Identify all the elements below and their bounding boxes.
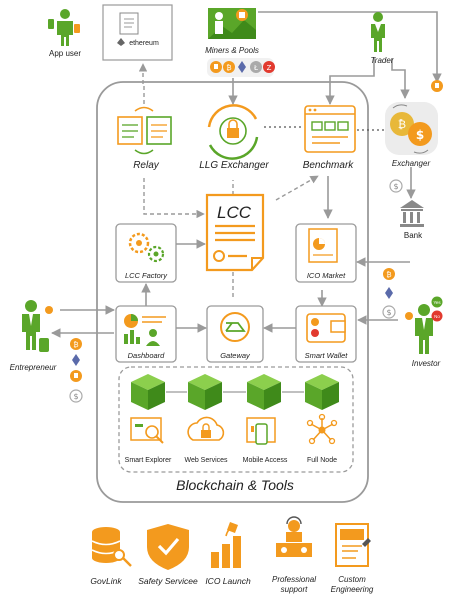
service-label-ico-launch: ICO Launch xyxy=(205,576,251,586)
lcc-factory-label: LCC Factory xyxy=(125,271,168,280)
llg-exchanger-icon xyxy=(207,104,259,160)
trader-figure xyxy=(371,12,385,52)
dollar-coin-icon: $ xyxy=(389,179,403,193)
svg-text:₿: ₿ xyxy=(226,64,231,72)
custom-engineering-icon xyxy=(335,523,371,567)
relay-label: Relay xyxy=(133,160,160,171)
svg-text:$: $ xyxy=(386,308,391,317)
cube-icon xyxy=(188,374,222,410)
cube-icon xyxy=(247,374,281,410)
gateway-label: Gateway xyxy=(220,351,251,360)
relay-icon xyxy=(117,106,172,155)
bank-label: Bank xyxy=(404,231,423,240)
svg-text:Ł: Ł xyxy=(253,64,258,72)
svg-text:$: $ xyxy=(393,182,398,191)
miner-coins-row: ₿ Ł Z xyxy=(207,58,275,77)
connection-lines xyxy=(51,11,442,338)
service-label-safety: Safety Servicee xyxy=(138,576,198,586)
dotted-links xyxy=(264,126,385,131)
investor-coins: ₿ $ xyxy=(382,268,396,319)
svg-text:Yes: Yes xyxy=(433,300,441,305)
svg-text:$: $ xyxy=(73,392,78,401)
smart-wallet-icon xyxy=(295,305,357,363)
entrepreneur-coins: ₿ $ xyxy=(69,338,83,403)
service-label-govlink: GovLink xyxy=(90,576,122,586)
gateway-icon xyxy=(206,305,264,363)
ico-market-label: ICO Market xyxy=(307,271,346,280)
platform-title: Blockchain & Tools xyxy=(176,477,294,493)
govlink-icon xyxy=(91,527,132,567)
cube-icon xyxy=(305,374,339,410)
ethereum-document xyxy=(102,4,173,61)
lcc-document xyxy=(205,193,265,272)
safety-shield-icon xyxy=(147,524,189,570)
svg-text:₿: ₿ xyxy=(73,341,78,349)
ico-market-icon xyxy=(295,223,357,283)
llg-exchanger-label: LLG Exchanger xyxy=(199,160,269,171)
smart-explorer-icon xyxy=(130,417,164,444)
tool-label-web-services: Web Services xyxy=(184,457,228,464)
dashboard-label: Dashboard xyxy=(128,351,166,360)
cube-icon xyxy=(131,374,165,410)
blockchain-cubes xyxy=(131,374,339,410)
top-right-coin xyxy=(431,80,443,92)
ethereum-label: ethereum xyxy=(129,40,159,47)
svg-text:₿: ₿ xyxy=(386,271,391,279)
entrepreneur-label: Entrepreneur xyxy=(10,363,57,372)
tool-label-smart-explorer: Smart Explorer xyxy=(125,457,172,464)
lcc-label: LCC xyxy=(217,203,252,222)
professional-support-icon xyxy=(276,516,312,557)
svg-text:No: No xyxy=(434,314,440,319)
no-badge: No xyxy=(431,310,443,322)
exchanger-label: Exchanger xyxy=(392,159,431,168)
ico-launch-icon xyxy=(211,522,241,568)
investor-label: Investor xyxy=(412,359,441,368)
exchanger-box: ₿ $ xyxy=(385,102,438,155)
benchmark-icon xyxy=(304,105,356,153)
svg-text:$: $ xyxy=(416,128,424,142)
mobile-access-icon xyxy=(246,417,276,445)
full-node-icon xyxy=(306,413,338,445)
app-user-label: App user xyxy=(49,49,81,58)
trader-label: Trader xyxy=(371,56,394,65)
investor-figure xyxy=(405,304,433,354)
miners-label: Miners & Pools xyxy=(205,46,259,55)
dashboard-icon xyxy=(115,305,177,363)
tool-label-mobile-access: Mobile Access xyxy=(243,457,288,464)
smart-wallet-label: Smart Wallet xyxy=(305,351,349,360)
tool-label-full-node: Full Node xyxy=(307,457,337,464)
benchmark-label: Benchmark xyxy=(303,160,355,171)
lcc-factory-icon xyxy=(115,223,177,283)
web-services-icon xyxy=(187,416,225,441)
svg-text:Z: Z xyxy=(267,64,272,72)
app-user-figure xyxy=(48,9,80,46)
svg-text:₿: ₿ xyxy=(398,118,406,131)
bank-icon xyxy=(400,200,424,227)
miners-figure xyxy=(208,8,256,39)
tools-frame xyxy=(118,366,354,473)
yes-badge: Yes xyxy=(431,296,443,308)
entrepreneur-figure xyxy=(22,300,53,352)
